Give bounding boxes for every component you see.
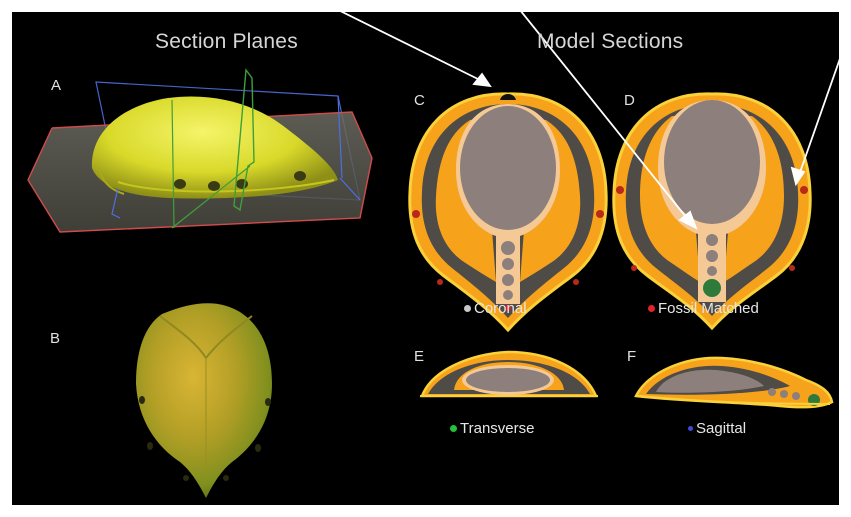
legend-fossil-matched-label: Fossil Matched <box>658 300 759 317</box>
panel-f-section <box>636 358 832 407</box>
legend-fossil-matched: Fossil Matched <box>648 300 759 317</box>
panel-label-c: C <box>414 92 425 109</box>
panel-label-a: A <box>51 77 61 94</box>
panel-label-d: D <box>624 92 635 109</box>
heading-model-sections: Model Sections <box>537 30 683 54</box>
legend-sagittal: Sagittal <box>688 420 746 437</box>
heading-section-planes: Section Planes <box>155 30 298 54</box>
legend-coronal-label: Coronal <box>474 300 527 317</box>
legend-transverse-dot <box>450 425 457 432</box>
panel-label-b: B <box>50 330 60 347</box>
panel-label-e: E <box>414 348 424 365</box>
panel-e-section <box>420 352 598 396</box>
legend-transverse: Transverse <box>450 420 534 437</box>
panel-d-section <box>614 94 810 328</box>
legend-sagittal-label: Sagittal <box>696 420 746 437</box>
arrow-to-c <box>318 0 484 82</box>
panel-a-model <box>28 70 372 232</box>
legend-sagittal-dot <box>688 426 693 431</box>
panel-b-model <box>136 303 272 498</box>
legend-coronal-dot <box>464 305 471 312</box>
panel-label-f: F <box>627 348 636 365</box>
legend-coronal: Coronal <box>464 300 527 317</box>
panel-c-section <box>410 94 606 330</box>
legend-fossil-matched-dot <box>648 305 655 312</box>
arrow-to-d-rim <box>798 30 850 178</box>
legend-transverse-label: Transverse <box>460 420 534 437</box>
